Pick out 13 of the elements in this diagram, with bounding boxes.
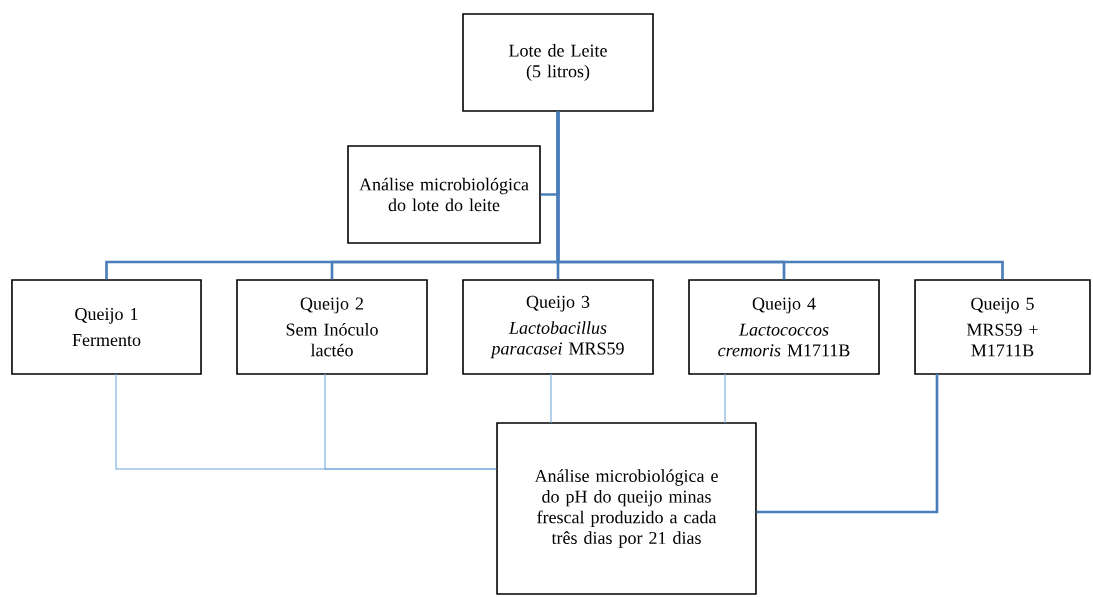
analysis-box: Análise microbiológica do lote do leite — [347, 145, 541, 244]
connector-line — [724, 373, 726, 424]
cheese-box: Queijo 5 MRS59 + M1711B — [914, 279, 1091, 375]
cheese-box: Queijo 3 Lactobacillus paracasei MRS59 — [462, 279, 654, 375]
cheese-box: Queijo 2 Sem Inóculo lactéo — [236, 279, 428, 375]
analysis-box: Análise microbiológica e do pH do queijo minas frescal produzido a cada três dias por 21 dias — [496, 422, 757, 595]
process-box: Lote de Leite (5 litros) — [462, 13, 654, 112]
connector-line — [550, 373, 552, 424]
connector-line — [756, 374, 939, 514]
connector-line — [324, 373, 497, 470]
cheese-box: Queijo 4 Lactococcos cremoris M1711B — [688, 279, 880, 375]
connector-line — [556, 111, 1004, 280]
cheese-box: Queijo 1 Fermento — [11, 279, 202, 375]
